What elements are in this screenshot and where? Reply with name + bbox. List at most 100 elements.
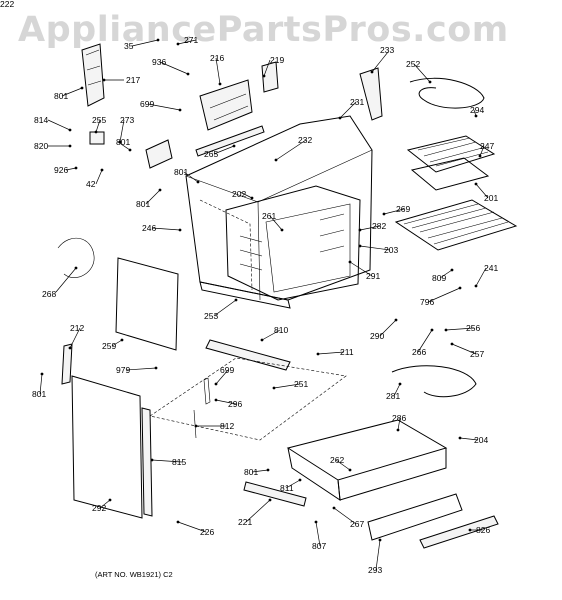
leader-line bbox=[285, 479, 301, 489]
part-219-clip bbox=[261, 61, 279, 93]
leader-line bbox=[475, 183, 489, 199]
leader-line bbox=[359, 245, 391, 251]
watermark: AppliancePartsPros.com bbox=[18, 10, 509, 50]
part-233-bracket bbox=[359, 67, 383, 121]
screw-dot bbox=[274, 158, 278, 162]
part-251-broil-element bbox=[391, 365, 477, 398]
screw-dot bbox=[468, 528, 472, 532]
part-label: 241 bbox=[484, 263, 499, 273]
part-label: 826 bbox=[476, 525, 491, 535]
part-label: 801 bbox=[174, 167, 189, 177]
leader-line bbox=[379, 319, 397, 337]
part-label: 801 bbox=[244, 467, 259, 477]
part-label: 810 bbox=[274, 325, 289, 335]
part-label: 286 bbox=[392, 413, 407, 423]
leader-line bbox=[269, 215, 283, 231]
leader-line bbox=[117, 141, 131, 151]
leader-line bbox=[151, 227, 181, 231]
leader-line bbox=[445, 327, 475, 331]
screw-dot bbox=[272, 386, 276, 390]
leader-line bbox=[95, 169, 103, 185]
part-label: 294 bbox=[470, 105, 485, 115]
leader-line bbox=[413, 63, 431, 83]
part-label: 256 bbox=[466, 323, 481, 333]
part-label: 211 bbox=[340, 347, 354, 357]
part-247-broil-grid bbox=[406, 135, 496, 173]
leader-line bbox=[215, 369, 229, 385]
part-216-bracket bbox=[199, 79, 253, 131]
screw-dot bbox=[450, 342, 454, 346]
screw-dot bbox=[196, 180, 200, 184]
screw-dot bbox=[80, 86, 84, 90]
leader-line bbox=[131, 39, 159, 47]
screw-dot bbox=[156, 38, 160, 42]
leader-line bbox=[261, 329, 281, 341]
screw-dot bbox=[108, 498, 112, 502]
part-286-rod bbox=[193, 409, 197, 439]
part-label: 261 bbox=[262, 211, 277, 221]
part-226-kick-strip bbox=[419, 515, 499, 549]
screw-dot bbox=[176, 42, 180, 46]
leader-line bbox=[65, 167, 77, 171]
part-label: 233 bbox=[380, 45, 395, 55]
leader-line bbox=[183, 171, 199, 183]
screw-dot bbox=[68, 346, 72, 350]
screw-dot bbox=[450, 268, 454, 272]
screw-dot bbox=[382, 212, 386, 216]
leader-line bbox=[215, 399, 237, 405]
leader-line bbox=[317, 351, 345, 355]
part-label: 290 bbox=[370, 331, 385, 341]
part-label: 268 bbox=[42, 289, 57, 299]
screw-dot bbox=[102, 78, 106, 82]
screw-dot bbox=[268, 498, 272, 502]
screw-dot bbox=[396, 428, 400, 432]
part-label: 291 bbox=[366, 271, 381, 281]
leader-line bbox=[251, 469, 269, 473]
leader-line bbox=[393, 383, 401, 397]
screw-dot bbox=[398, 382, 402, 386]
part-label: 812 bbox=[220, 421, 235, 431]
part-label: 203 bbox=[384, 245, 399, 255]
part-label: 35 bbox=[124, 41, 134, 51]
part-label: 266 bbox=[412, 347, 427, 357]
leader-line bbox=[451, 343, 477, 355]
leader-line bbox=[339, 101, 357, 119]
part-label: 216 bbox=[210, 53, 225, 63]
leader-line bbox=[119, 119, 125, 143]
part-label: 212 bbox=[70, 323, 85, 333]
screw-dot bbox=[154, 366, 158, 370]
screw-dot bbox=[214, 382, 218, 386]
screw-dot bbox=[474, 182, 478, 186]
leader-line bbox=[427, 287, 461, 303]
screw-dot bbox=[150, 458, 154, 462]
leader-line bbox=[417, 329, 433, 353]
part-281-spring bbox=[203, 377, 211, 405]
screw-dot bbox=[474, 114, 478, 118]
leader-line bbox=[47, 119, 71, 131]
part-label: 246 bbox=[142, 223, 157, 233]
part-label: 271 bbox=[184, 35, 199, 45]
leader-line bbox=[371, 51, 389, 73]
part-label: 221 bbox=[238, 517, 253, 527]
screw-dot bbox=[68, 144, 72, 148]
leader-line bbox=[99, 499, 111, 509]
part-label: 807 bbox=[312, 541, 327, 551]
screw-dot bbox=[370, 70, 374, 74]
leader-line bbox=[359, 225, 381, 231]
part-label: 801 bbox=[54, 91, 69, 101]
leader-line bbox=[159, 61, 189, 75]
part-label: 231 bbox=[350, 97, 365, 107]
screw-dot bbox=[280, 228, 284, 232]
part-252-bake-element bbox=[409, 77, 485, 109]
screw-dot bbox=[262, 74, 266, 78]
part-221-side-panel bbox=[71, 375, 143, 519]
screw-dot bbox=[128, 148, 132, 152]
part-241-oven-rack bbox=[394, 199, 518, 251]
part-204-drawer bbox=[286, 419, 448, 502]
screw-dot bbox=[250, 196, 254, 200]
screw-dot bbox=[214, 398, 218, 402]
leader-line bbox=[315, 521, 321, 547]
part-label: 262 bbox=[330, 455, 345, 465]
